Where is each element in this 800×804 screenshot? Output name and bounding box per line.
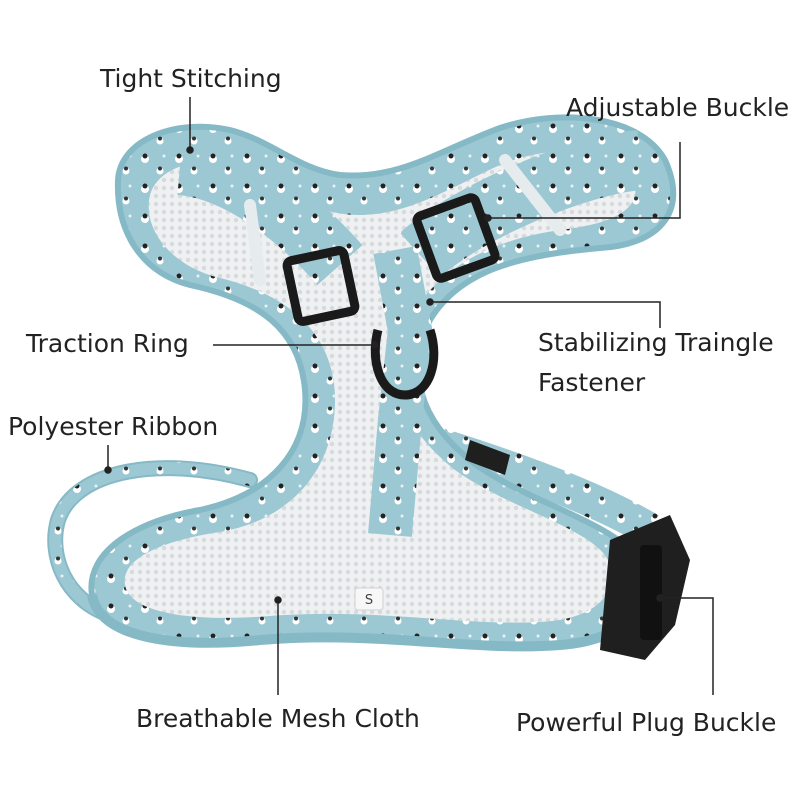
adjustable-buckle-right — [412, 193, 500, 283]
back-strap-loop — [47, 460, 258, 623]
label-adjustable-buckle: Adjustable Buckle — [566, 93, 790, 122]
leader-adjustable-buckle — [488, 142, 681, 219]
leader-plug-buckle — [660, 597, 714, 695]
label-stabilizing-line2: Fastener — [538, 368, 646, 397]
leader-dot-plug-buckle — [656, 594, 664, 602]
size-tag: S — [354, 587, 384, 611]
leader-dot-adjustable-buckle — [484, 214, 492, 222]
label-stabilizing-line1: Stabilizing Traingle — [538, 328, 774, 357]
leader-lines — [104, 97, 714, 695]
leader-stabilizing — [430, 301, 661, 328]
label-traction-ring: Traction Ring — [26, 329, 189, 358]
leader-dot-breathable-mesh — [274, 596, 282, 604]
size-tag-text: S — [365, 593, 373, 608]
label-plug-buckle: Powerful Plug Buckle — [516, 708, 777, 737]
plug-buckle — [465, 440, 690, 660]
label-polyester-ribbon: Polyester Ribbon — [8, 412, 219, 441]
label-tight-stitching: Tight Stitching — [100, 64, 282, 93]
leader-dot-stabilizing — [426, 298, 434, 306]
center-strap — [368, 245, 433, 537]
leader-dot-traction-ring — [371, 341, 379, 349]
leader-dot-polyester-ribbon — [104, 466, 112, 474]
label-breathable-mesh: Breathable Mesh Cloth — [136, 704, 420, 733]
leader-dot-tight-stitching — [186, 146, 194, 154]
traction-ring — [370, 328, 439, 400]
upper-straps — [176, 130, 644, 286]
adjustable-buckle-left — [282, 246, 360, 326]
